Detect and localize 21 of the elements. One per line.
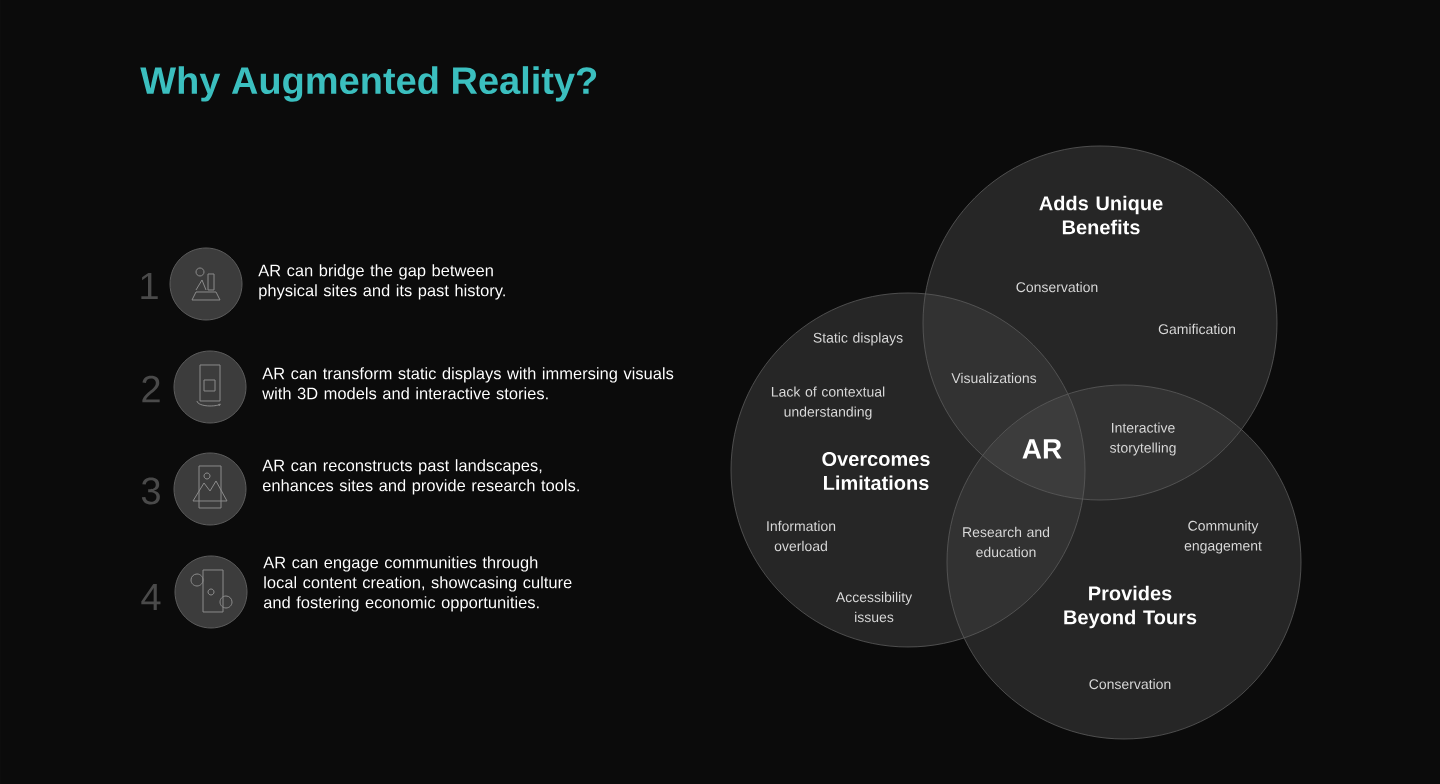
item-number: 1 (141, 272, 158, 300)
item-number: 3 (141, 477, 160, 505)
item-text: AR can engage communities through local content creation, showcasing culture and fostering economic opportunities. (263, 556, 572, 612)
item-text: AR can bridge the gap between physical sites and its past history. (258, 264, 505, 300)
item-text: AR can reconstructs past landscapes, enhances sites and provide research tools. (262, 459, 579, 495)
venn-item: Gamification (1158, 323, 1235, 335)
venn-item: Research and education (963, 526, 1050, 558)
item-number: 4 (141, 583, 161, 611)
venn-item: Interactive storytelling (1109, 422, 1176, 456)
item-text: AR can transform static displays with immersing visuals with 3D models and interactive stories. (262, 367, 674, 400)
venn-item: Community engagement (1184, 520, 1262, 554)
title: Why Augmented Reality? (140, 66, 597, 102)
venn-item: Lack of contextual understanding (771, 386, 885, 420)
center-label: AR (1022, 439, 1062, 459)
venn-item: Conservation (1089, 678, 1171, 690)
venn-item: Information overload (767, 520, 836, 552)
venn-item: Accessibility issues (835, 591, 913, 623)
item-number: 2 (142, 375, 160, 403)
venn-item: Static displays (813, 332, 903, 346)
venn-item: Visualizations (951, 372, 1037, 384)
venn-item: Conservation (1016, 281, 1098, 293)
